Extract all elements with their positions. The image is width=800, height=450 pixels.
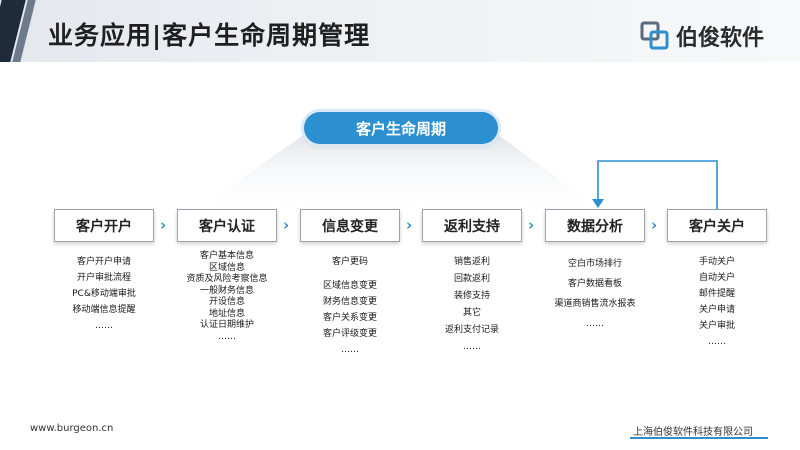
list-item: 客户关系变更 (322, 313, 377, 323)
list-item: 认证日期维护 (199, 320, 254, 330)
stage-items-rebate-support: 销售返利 回款返利 装修支持 其它 返利支付记录 …… (422, 254, 522, 356)
list-item: 地址信息 (208, 308, 245, 319)
list-item: 返利支付记录 (444, 325, 499, 335)
chevron-right-icon: › (160, 216, 167, 234)
stage-box-info-change[interactable]: 信息变更 (300, 209, 400, 242)
chevron-right-icon: › (651, 216, 658, 234)
feedback-arrow-line (597, 160, 718, 209)
page-title: 业务应用|客户生命周期管理 (48, 21, 371, 50)
list-item: 移动端信息提醒 (72, 305, 136, 315)
list-item: 销售返利 (453, 257, 490, 267)
logo-text: 伯俊软件 (676, 26, 765, 51)
stage-close-account: 客户关户 手动关户 自动关户 邮件提醒 关户申请 关户审批 …… (667, 209, 767, 350)
list-item: 开设信息 (208, 297, 245, 307)
stage-items-open-account: 客户开户申请 开户审批流程 PC&移动端审批 移动端信息提醒 …… (54, 254, 154, 334)
footer-url[interactable]: www.burgeon.cn (30, 423, 114, 434)
stage-data-analysis: 数据分析 空白市场排行 客户数据看板 渠道商销售流水报表 …… (545, 209, 645, 334)
logo-mark-icon (640, 21, 670, 51)
footer-company-name: 上海伯俊软件科技有限公司 (633, 427, 753, 438)
list-item: 自动关户 (698, 273, 735, 283)
chevron-right-icon: › (283, 216, 290, 234)
list-item: 客户开户申请 (76, 257, 131, 267)
list-item: 资质及风险考察信息 (186, 274, 268, 284)
stage-box-close-account[interactable]: 客户关户 (667, 209, 767, 242)
list-item: 手动关户 (698, 257, 735, 267)
list-item: …… (586, 319, 604, 329)
stage-items-data-analysis: 空白市场排行 客户数据看板 渠道商销售流水报表 …… (545, 254, 645, 334)
feedback-arrow-head (592, 199, 604, 208)
company-logo: 伯俊软件 (640, 20, 764, 52)
stage-rebate-support: 返利支持 销售返利 回款返利 装修支持 其它 返利支付记录 …… (422, 209, 522, 356)
chevron-right-icon: › (406, 216, 413, 234)
list-item: …… (341, 345, 359, 355)
stage-items-close-account: 手动关户 自动关户 邮件提醒 关户申请 关户审批 …… (667, 254, 767, 350)
list-item: 关户审批 (698, 321, 735, 331)
stage-certification: 客户认证 客户基本信息 区域信息 资质及风险考察信息 一般财务信息 开设信息 地… (177, 209, 277, 343)
list-item: 区域信息变更 (322, 281, 377, 291)
fan-glow (200, 134, 600, 212)
stage-box-data-analysis[interactable]: 数据分析 (545, 209, 645, 242)
list-item: …… (708, 337, 726, 347)
stage-info-change: 信息变更 客户更码 区域信息变更 财务信息变更 客户关系变更 客户评级变更 …… (300, 209, 400, 358)
list-item: 渠道商销售流水报表 (554, 299, 636, 309)
stage-box-open-account[interactable]: 客户开户 (54, 209, 154, 242)
list-item: 开户审批流程 (76, 273, 131, 283)
list-item: 客户数据看板 (567, 279, 622, 289)
stage-items-certification: 客户基本信息 区域信息 资质及风险考察信息 一般财务信息 开设信息 地址信息 认… (177, 251, 277, 343)
list-item: 回款返利 (453, 274, 490, 284)
list-item: 关户申请 (698, 305, 735, 315)
list-item: …… (95, 321, 113, 331)
list-item: …… (218, 331, 236, 342)
footer-underline (630, 437, 768, 439)
chevron-right-icon: › (528, 216, 535, 234)
stage-box-certification[interactable]: 客户认证 (177, 209, 277, 242)
list-item: PC&移动端审批 (72, 289, 136, 299)
list-item: 装修支持 (453, 291, 490, 301)
stage-box-rebate-support[interactable]: 返利支持 (422, 209, 522, 242)
list-item: 客户基本信息 (199, 251, 254, 261)
lifecycle-center-label: 客户生命周期 (304, 112, 498, 144)
list-item: 财务信息变更 (322, 297, 377, 307)
list-item: 一般财务信息 (199, 285, 254, 296)
stage-items-info-change: 客户更码 区域信息变更 财务信息变更 客户关系变更 客户评级变更 …… (300, 254, 400, 358)
list-item: 空白市场排行 (567, 259, 622, 269)
stage-open-account: 客户开户 客户开户申请 开户审批流程 PC&移动端审批 移动端信息提醒 …… (54, 209, 154, 334)
list-item: 邮件提醒 (698, 289, 735, 299)
list-item: …… (463, 342, 481, 352)
list-item: 客户评级变更 (322, 329, 377, 339)
list-item: 其它 (462, 308, 481, 318)
list-item: 客户更码 (331, 257, 368, 267)
list-item: 区域信息 (208, 262, 245, 273)
